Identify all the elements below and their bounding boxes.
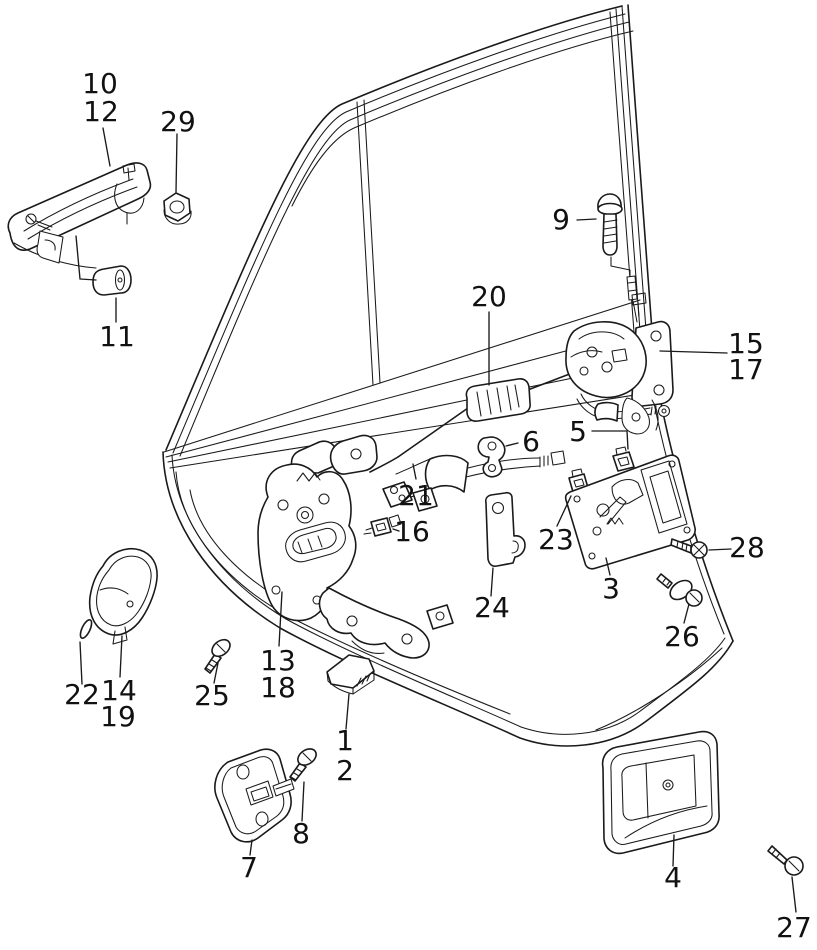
- striker-7-drawing: [214, 748, 295, 843]
- part-label-25: 25: [194, 679, 230, 712]
- part-label-27: 27: [776, 911, 812, 944]
- latch-13-18-drawing: [257, 434, 454, 659]
- screw-25-drawing: [204, 638, 231, 674]
- part-label-7: 7: [240, 851, 258, 884]
- part-label-12: 12: [83, 95, 119, 128]
- bezel-4-drawing: [601, 730, 720, 855]
- part-label-19: 19: [100, 700, 136, 733]
- part-label-10: 10: [82, 67, 118, 100]
- part-label-3: 3: [602, 572, 620, 605]
- part-label-15: 15: [728, 327, 764, 360]
- part-label-17: 17: [728, 353, 764, 386]
- actuator-15-17-drawing: [565, 292, 674, 435]
- part-label-9: 9: [552, 203, 570, 236]
- part-label-29: 29: [160, 105, 196, 138]
- part-label-26: 26: [664, 620, 700, 653]
- grommet-11-drawing: [92, 265, 132, 296]
- part-label-23: 23: [538, 523, 574, 556]
- cover-14-19-drawing: [88, 548, 158, 645]
- part-label-16: 16: [394, 515, 430, 548]
- bracket-6-drawing: [477, 436, 506, 478]
- clip-16-drawing: [363, 514, 402, 537]
- bolt-8-drawing: [289, 748, 317, 782]
- bracket-24-drawing: [484, 491, 526, 567]
- part-label-21: 21: [398, 479, 434, 512]
- clip-5-drawing: [612, 446, 635, 472]
- part-label-22: 22: [64, 678, 100, 711]
- screw-28-drawing: [670, 538, 708, 559]
- leader-lines: [75, 127, 797, 913]
- part-label-18: 18: [260, 671, 296, 704]
- part-label-4: 4: [664, 861, 682, 894]
- part-label-5: 5: [569, 415, 587, 448]
- door-window-frame: [165, 4, 653, 457]
- part-label-6: 6: [522, 425, 540, 458]
- part-label-11: 11: [99, 320, 135, 353]
- part-label-13: 13: [260, 644, 296, 677]
- outer-door-handle-drawing: [7, 162, 152, 269]
- part-label-24: 24: [474, 591, 510, 624]
- inner-handle-base-3-drawing: [564, 454, 696, 570]
- screw-26-drawing: [656, 573, 703, 607]
- door-belt-line: [163, 299, 655, 469]
- part-label-14: 14: [101, 674, 137, 707]
- nut-29-drawing: [163, 192, 192, 225]
- rod-connector-20-drawing: [465, 378, 531, 422]
- cushion-1-2-drawing: [326, 654, 375, 695]
- part-label-20: 20: [471, 280, 507, 313]
- pin-22-drawing: [79, 618, 93, 640]
- screw-9-drawing: [597, 193, 638, 323]
- part-label-28: 28: [729, 531, 765, 564]
- part-label-1: 1: [336, 724, 354, 757]
- screw-27-drawing: [767, 845, 804, 876]
- part-label-2: 2: [336, 754, 354, 787]
- part-label-8: 8: [292, 817, 310, 850]
